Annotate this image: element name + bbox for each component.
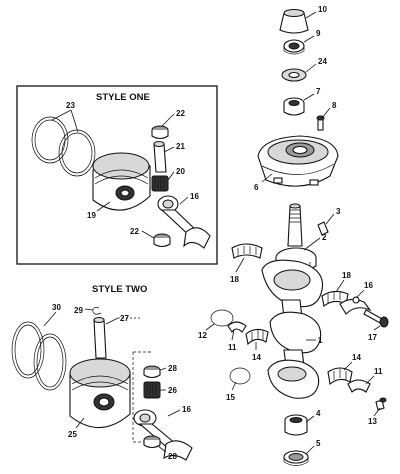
callout-22: 22: [176, 109, 185, 118]
connecting-rod-16-style-one: [157, 195, 211, 249]
callout-25: 25: [68, 430, 77, 439]
end-cap-housing-6: [257, 135, 339, 187]
connecting-rod-16-style-two: [133, 409, 193, 461]
callout-5: 5: [316, 439, 321, 448]
callout-18: 18: [342, 271, 351, 280]
piston-25: [69, 358, 131, 429]
key-3: [317, 221, 329, 236]
callout-28: 28: [168, 452, 177, 461]
callout-27: 27: [120, 314, 129, 323]
callout-26: 26: [168, 386, 177, 395]
bearing-half-14-left: [245, 328, 269, 346]
seal-5: [283, 450, 309, 466]
callout-8: 8: [332, 101, 337, 110]
callout-17: 17: [368, 333, 377, 342]
piston-rings-30: [11, 321, 67, 391]
callout-23: 23: [66, 101, 75, 110]
callout-11: 11: [374, 367, 383, 376]
callout-19: 19: [87, 211, 96, 220]
callout-28: 28: [168, 364, 177, 373]
style-two-title: STYLE TWO: [92, 284, 147, 295]
callout-30: 30: [52, 303, 61, 312]
callout-13: 13: [368, 417, 377, 426]
callout-16: 16: [190, 192, 199, 201]
retaining-ring-29: [92, 307, 102, 315]
bearing-cap-22-bottom: [153, 233, 171, 248]
bearing-4: [284, 414, 308, 436]
callout-7: 7: [316, 87, 321, 96]
bearing-half-14-right: [327, 367, 353, 386]
callout-14: 14: [252, 353, 261, 362]
style-two-group: STYLE TWO: [11, 284, 193, 461]
needle-bearing-26: [143, 381, 161, 399]
callout-4: 4: [316, 409, 321, 418]
retaining-ring-12: [210, 309, 234, 327]
wrist-pin-21: [153, 141, 167, 173]
callout-15: 15: [226, 393, 235, 402]
callout-18: 18: [230, 275, 239, 284]
bearing-half-11-left: [227, 321, 247, 333]
thrust-washer-28-bottom: [143, 435, 161, 449]
callout-16: 16: [364, 281, 373, 290]
callout-20: 20: [176, 167, 185, 176]
callout-22: 22: [130, 227, 139, 236]
callout-21: 21: [176, 142, 185, 151]
callout-16: 16: [182, 405, 191, 414]
needle-bearing-20: [151, 175, 169, 192]
callout-29: 29: [74, 306, 83, 315]
washer-24: [281, 68, 307, 82]
rod-cap-16: [339, 296, 372, 315]
bearing-cap-22-top: [151, 125, 169, 140]
retaining-ring-15: [229, 367, 251, 385]
style-one-panel: STYLE ONE: [16, 85, 218, 265]
style-one-title: STYLE ONE: [96, 92, 150, 103]
bearing-half-11-right: [347, 379, 371, 393]
callout-24: 24: [318, 57, 327, 66]
callout-12: 12: [198, 331, 207, 340]
piston-19: [92, 152, 151, 211]
wrist-pin-27: [93, 317, 107, 359]
callout-14: 14: [352, 353, 361, 362]
callout-11: 11: [228, 343, 237, 352]
callout-10: 10: [318, 5, 327, 14]
bearing-7: [283, 97, 305, 116]
thrust-washer-28-top: [143, 365, 161, 379]
callout-2: 2: [322, 233, 327, 242]
screw-13: [375, 397, 387, 411]
callout-9: 9: [316, 29, 321, 38]
crankshaft-assembly: 10 9 24 7 8 6 3 2 18 18 16 12 11 14 17 1…: [198, 5, 389, 466]
bearing-18-left: [231, 243, 263, 259]
seal-9: [283, 39, 305, 55]
callout-3: 3: [336, 207, 341, 216]
screw-8: [316, 115, 325, 131]
bolt-17: [363, 309, 389, 328]
crankshaft-2: [261, 203, 324, 399]
cap-10: [279, 9, 309, 34]
callout-6: 6: [254, 183, 259, 192]
piston-rings-23: [31, 116, 96, 177]
callout-1: 1: [318, 336, 323, 345]
